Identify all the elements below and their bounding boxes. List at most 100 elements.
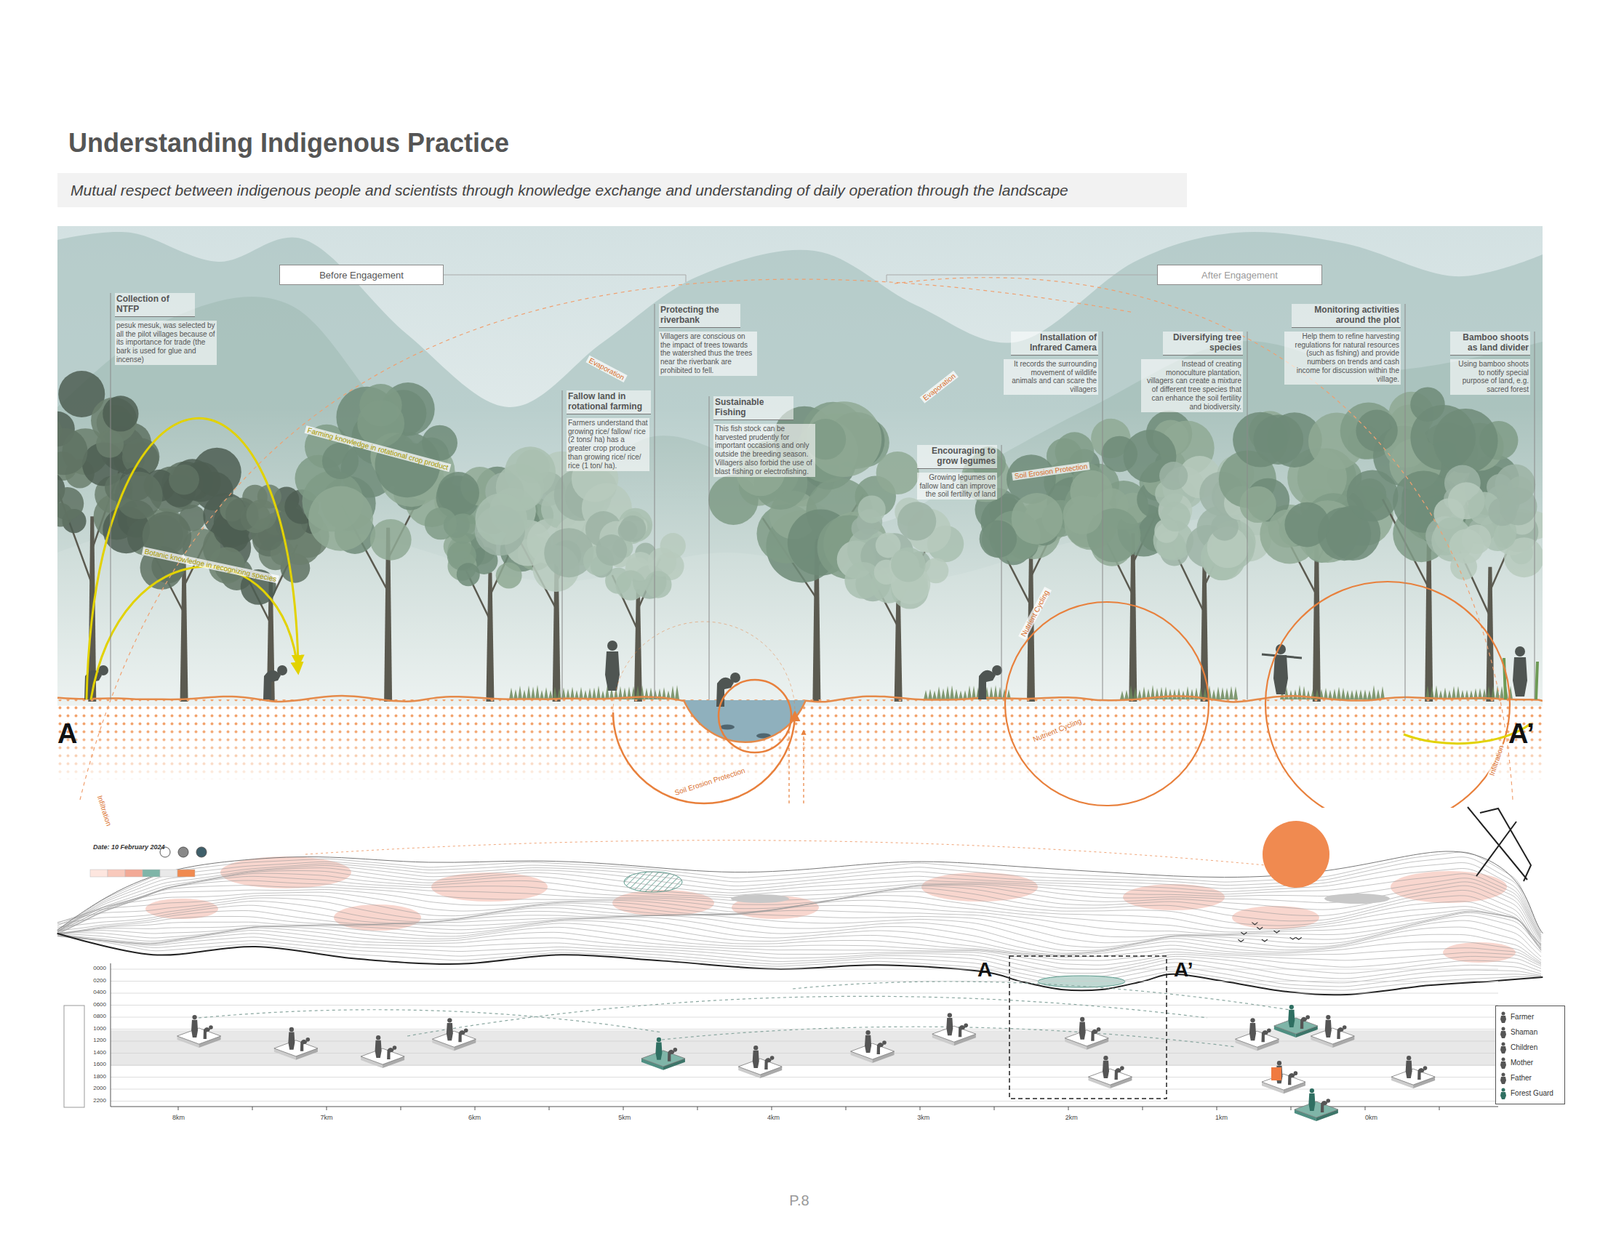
- activity-platform: [738, 1045, 782, 1079]
- leader-line: [1102, 331, 1104, 700]
- flow-arc: [80, 279, 1135, 800]
- erosion-arc: [613, 621, 795, 713]
- axis-label: 0km: [1365, 1114, 1378, 1122]
- legend-entry: Forest Guard: [1498, 1085, 1562, 1102]
- activity-platform: [360, 1035, 405, 1069]
- person-figure: [386, 1045, 397, 1060]
- erosion-arc: [613, 712, 795, 804]
- annotation-text: Help them to refine harvesting regulatio…: [1284, 331, 1401, 385]
- leader-line: [709, 396, 710, 700]
- person-figure: [1336, 1025, 1347, 1040]
- bird: [1296, 937, 1302, 940]
- foliage: [1493, 525, 1515, 548]
- haze: [57, 407, 1543, 706]
- soil-fade: [57, 727, 1543, 786]
- person-figure: [1079, 1017, 1086, 1040]
- foliage: [357, 400, 405, 448]
- tick: [697, 1106, 699, 1111]
- cycle-circle: [1005, 602, 1209, 806]
- activity-platform: [177, 1015, 222, 1048]
- axis-label: 1km: [1215, 1114, 1228, 1122]
- focus-box: [1009, 956, 1167, 1099]
- person-figure: [1090, 1027, 1101, 1042]
- person-figure: [1249, 1018, 1256, 1041]
- axis-label: 1800: [75, 1073, 107, 1080]
- foliage: [1410, 386, 1446, 422]
- tick: [920, 1106, 921, 1111]
- section-marker: A: [977, 958, 992, 982]
- mountain: [57, 296, 1543, 706]
- person-figure: [1417, 1066, 1427, 1080]
- foliage: [644, 570, 672, 598]
- person-figure: [1512, 646, 1528, 697]
- tick: [1439, 1106, 1440, 1111]
- legend-entry: Father: [1498, 1070, 1562, 1086]
- grid-line: [110, 1041, 1499, 1043]
- moon-phase: [178, 847, 189, 858]
- activity-platform: [1064, 1017, 1109, 1051]
- contour-line: [57, 915, 1542, 958]
- axis-label: 0200: [75, 977, 107, 984]
- legend-label: Shaman: [1510, 1028, 1538, 1037]
- annotation-heading: Fallow land in rotational farming: [566, 390, 651, 415]
- ramp-cell: [177, 869, 195, 878]
- person-figure: [1320, 1098, 1331, 1113]
- land-patch: [1442, 942, 1516, 963]
- person-figure: [1114, 1066, 1124, 1080]
- foliage: [424, 507, 457, 540]
- caption-bar: Mutual respect between indigenous people…: [57, 173, 1187, 208]
- person-figure: [1288, 1005, 1295, 1028]
- legend-entry: Children: [1498, 1040, 1562, 1056]
- contour-line: [57, 933, 1542, 979]
- foliage: [192, 448, 242, 497]
- contour-line: [57, 933, 1542, 991]
- annotation-heading: Bamboo shoots as land divider: [1450, 331, 1531, 356]
- legend-icon: [1498, 1026, 1508, 1039]
- flow-label: Infiltration: [95, 792, 115, 830]
- annotation-text: Instead of creating monoculture plantati…: [1141, 359, 1243, 413]
- foliage: [890, 547, 926, 583]
- grid-line: [110, 1101, 1499, 1102]
- person-figure: [716, 672, 741, 707]
- box-label: Before Engagement: [319, 269, 404, 281]
- tick: [1216, 1106, 1218, 1111]
- person-figure: [946, 1013, 953, 1036]
- person-figure: [655, 1037, 662, 1061]
- axis-label: 6km: [468, 1114, 481, 1122]
- contour-line: [57, 930, 1542, 974]
- sight-line: [305, 840, 1266, 866]
- bird: [1237, 939, 1244, 942]
- tick: [771, 1106, 773, 1111]
- land-patch: [220, 856, 352, 889]
- annotation-heading: Diversifying tree species: [1162, 331, 1243, 356]
- contour-line: [57, 923, 1542, 966]
- person-figure: [203, 1025, 214, 1040]
- legend-label: Mother: [1510, 1058, 1534, 1067]
- leader-line: [1001, 445, 1003, 700]
- grid-line: [110, 1065, 1499, 1067]
- person-figure: [667, 1048, 678, 1062]
- moon-phase: [196, 847, 207, 858]
- grass: [1120, 685, 1238, 700]
- grass: [1280, 685, 1385, 700]
- sky: [57, 226, 1543, 707]
- activity-platform: [850, 1030, 895, 1064]
- bird: [1290, 937, 1296, 940]
- cloud: [1324, 893, 1390, 904]
- annotation-text: This fish stock can be harvested prudent…: [713, 424, 816, 478]
- foliage: [1253, 414, 1304, 465]
- trunk: [1200, 561, 1209, 702]
- ramp-cell: [160, 869, 178, 878]
- contour-line: [57, 890, 1542, 951]
- section-illustration: [57, 226, 1543, 808]
- person-figure: [752, 1045, 760, 1069]
- tick: [178, 1106, 179, 1111]
- activity-platform: [1088, 1056, 1132, 1089]
- axis-label: 2km: [1065, 1114, 1078, 1122]
- mountain: [57, 232, 1543, 706]
- tick: [623, 1106, 624, 1111]
- trunk: [634, 589, 643, 702]
- person-figure: [1273, 644, 1288, 695]
- cycle-circle: [1265, 581, 1510, 808]
- grid-line: [110, 969, 1499, 971]
